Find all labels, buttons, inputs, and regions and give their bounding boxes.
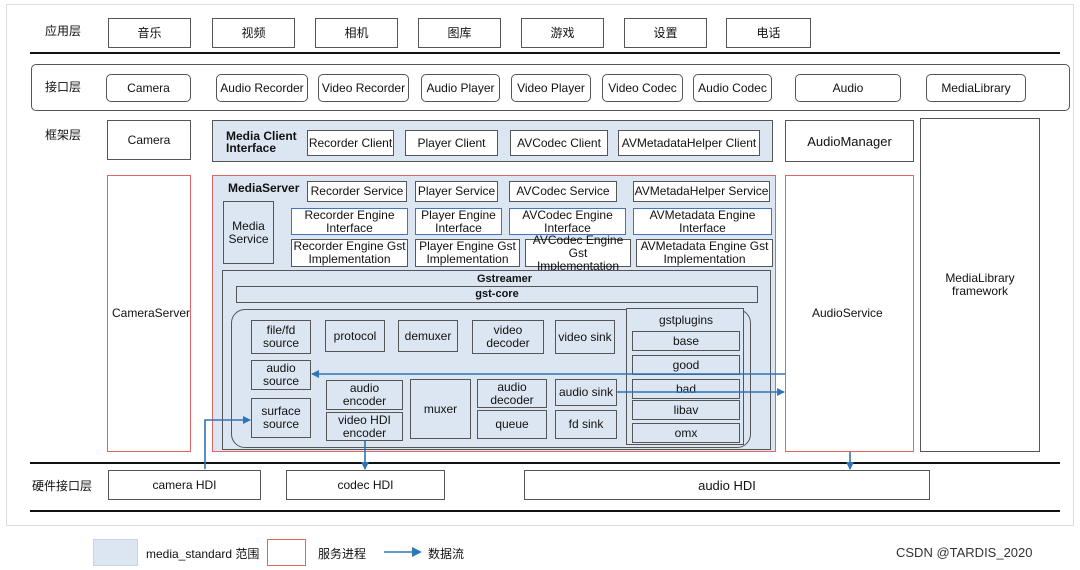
gstreamer-title: Gstreamer	[477, 273, 533, 285]
avcodec-service: AVCodec Service	[509, 181, 617, 202]
gst-surface-source: surface source	[251, 398, 311, 438]
arrow-camera-hdi-to-surface-source	[204, 416, 251, 469]
camera-server-label: CameraServer	[112, 306, 191, 320]
gstplugins-title: gstplugins	[659, 313, 714, 327]
separator-line	[30, 52, 1060, 54]
hdi-camera: camera HDI	[108, 470, 261, 500]
interface-layer-container	[31, 64, 1070, 111]
framework-camera: Camera	[107, 120, 191, 160]
audio-service-label: AudioService	[812, 306, 883, 320]
layer-label-framework: 框架层	[45, 128, 82, 142]
gst-audio-decoder: audio decoder	[477, 379, 547, 408]
app-gallery: 图库	[418, 18, 501, 48]
api-camera: Camera	[106, 74, 191, 102]
api-medialibrary: MediaLibrary	[926, 74, 1026, 102]
api-audio: Audio	[795, 74, 901, 102]
camera-server-box	[107, 175, 191, 452]
legend-service-swatch	[267, 539, 306, 566]
media-client-title: Media Client Interface	[226, 129, 297, 155]
gst-video-decoder: video decoder	[472, 320, 544, 354]
app-camera: 相机	[315, 18, 398, 48]
avmetadata-engine-interface: AVMetadata Engine Interface	[633, 208, 772, 235]
api-video-codec: Video Codec	[602, 74, 683, 102]
gst-file-fd-source: file/fd source	[251, 320, 311, 354]
legend-scope-swatch	[93, 539, 138, 566]
layer-label-interface: 接口层	[45, 80, 82, 94]
media-service: Media Service	[223, 201, 274, 264]
api-video-recorder: Video Recorder	[318, 74, 409, 102]
player-engine-gst: Player Engine Gst Implementation	[415, 239, 520, 267]
avmetadatahelper-client: AVMetadataHelper Client	[618, 130, 760, 156]
api-video-player: Video Player	[511, 74, 591, 102]
api-audio-player: Audio Player	[421, 74, 500, 102]
app-video: 视频	[212, 18, 295, 48]
diagram-frame	[6, 4, 1074, 526]
recorder-engine-gst: Recorder Engine Gst Implementation	[291, 239, 408, 267]
gst-protocol: protocol	[325, 320, 385, 352]
gstplugins-container	[626, 308, 744, 445]
app-games: 游戏	[521, 18, 604, 48]
legend-service-label: 服务进程	[318, 547, 367, 561]
legend-scope-label: media_standard 范围	[146, 547, 260, 561]
avmetadahelper-service: AVMetadaHelper Service	[633, 181, 770, 202]
gst-audio-sink: audio sink	[555, 379, 617, 406]
gstplugin-libav: libav	[632, 400, 740, 420]
player-engine-interface: Player Engine Interface	[415, 208, 502, 235]
api-audio-recorder: Audio Recorder	[216, 74, 308, 102]
hdi-audio: audio HDI	[524, 470, 930, 500]
avcodec-engine-interface: AVCodec Engine Interface	[509, 208, 626, 235]
gst-demuxer: demuxer	[398, 320, 458, 352]
legend-dataflow-label: 数据流	[428, 547, 465, 561]
app-music: 音乐	[108, 18, 191, 48]
recorder-client: Recorder Client	[307, 130, 394, 156]
player-client: Player Client	[405, 130, 498, 156]
hdi-codec: codec HDI	[286, 470, 445, 500]
gst-audio-encoder: audio encoder	[326, 380, 403, 410]
gstplugin-omx: omx	[632, 423, 740, 443]
audio-manager: AudioManager	[785, 120, 914, 162]
recorder-service: Recorder Service	[307, 181, 407, 202]
legend-dataflow-arrow-icon	[384, 547, 422, 557]
gst-core: gst-core	[236, 286, 758, 303]
gst-queue: queue	[477, 410, 547, 439]
media-server-title: MediaServer	[228, 181, 300, 195]
avcodec-client: AVCodec Client	[510, 130, 608, 156]
recorder-engine-interface: Recorder Engine Interface	[291, 208, 408, 235]
gst-muxer: muxer	[410, 379, 471, 439]
layer-label-app: 应用层	[45, 24, 82, 38]
gstplugin-base: base	[632, 331, 740, 351]
separator-line	[30, 510, 1060, 512]
separator-line	[30, 462, 1060, 464]
api-audio-codec: Audio Codec	[693, 74, 772, 102]
player-service: Player Service	[415, 181, 498, 202]
layer-label-hdi: 硬件接口层	[32, 479, 93, 493]
app-phone: 电话	[726, 18, 811, 48]
app-settings: 设置	[624, 18, 707, 48]
gst-video-sink: video sink	[555, 320, 615, 354]
medialibrary-framework: MediaLibrary framework	[920, 118, 1040, 452]
gst-fd-sink: fd sink	[555, 410, 617, 439]
avmetadata-engine-gst: AVMetadata Engine Gst Implementation	[636, 239, 773, 267]
audio-service-box	[785, 175, 914, 452]
gst-audio-source: audio source	[251, 360, 311, 390]
watermark: CSDN @TARDIS_2020	[896, 545, 1033, 560]
gst-video-hdi-encoder: video HDI encoder	[326, 412, 403, 441]
